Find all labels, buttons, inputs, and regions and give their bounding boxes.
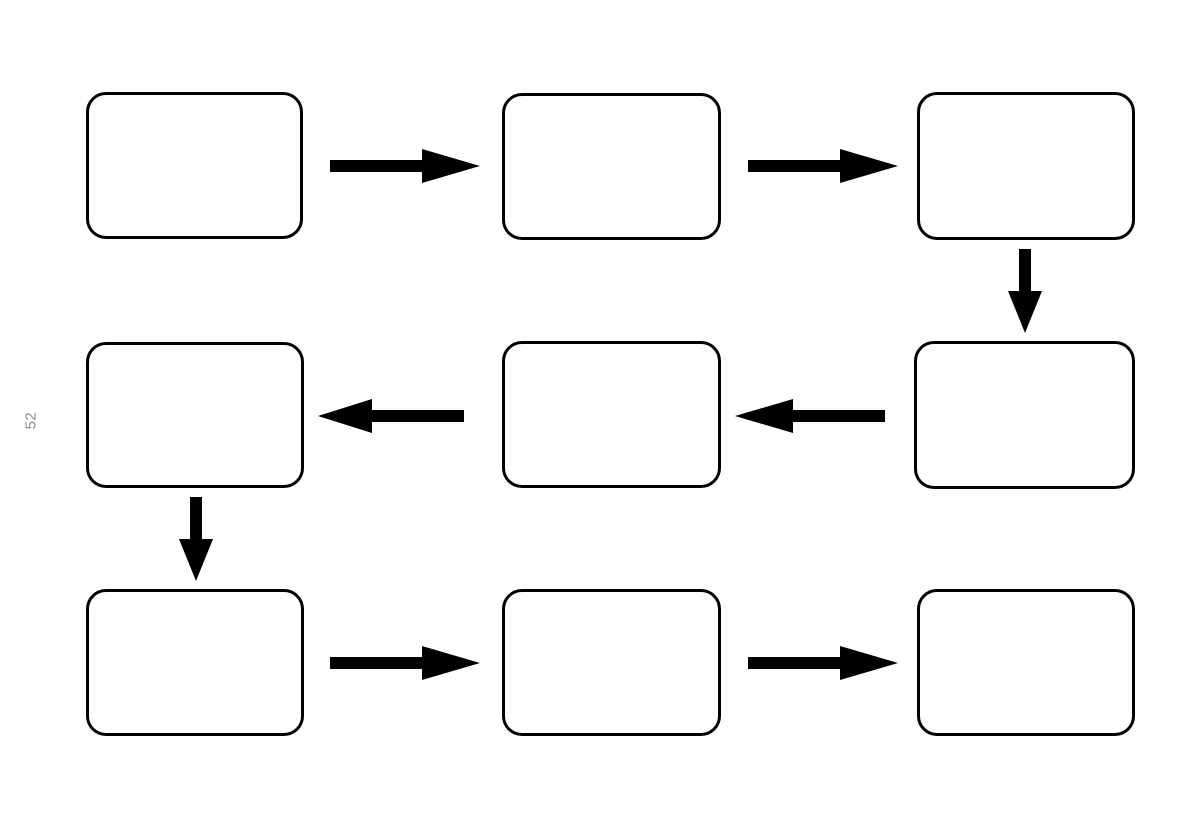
flowchart-node-r3c2[interactable]	[502, 589, 721, 736]
flowchart-node-r1c3[interactable]	[917, 92, 1135, 240]
flow-arrow-down-r1c3-to-r2c3	[1008, 249, 1042, 333]
flow-arrow-right-r1c2-to-r1c3	[748, 149, 898, 183]
flow-arrow-down-r2c1-to-r3c1	[179, 497, 213, 581]
flow-arrow-right-r3c2-to-r3c3	[748, 646, 898, 680]
flow-arrow-right-r3c1-to-r3c2	[330, 646, 480, 680]
flowchart-node-r1c1[interactable]	[86, 92, 303, 239]
flow-arrow-left-r2c3-to-r2c2	[735, 399, 885, 433]
flowchart-node-r3c1[interactable]	[86, 589, 304, 736]
flowchart-node-r3c3[interactable]	[917, 589, 1135, 736]
flowchart-node-r1c2[interactable]	[502, 93, 721, 240]
flowchart-node-r2c1[interactable]	[86, 342, 304, 488]
flow-arrow-left-r2c2-to-r2c1	[318, 399, 464, 433]
page-number: 52	[22, 411, 40, 430]
flow-arrow-right-r1c1-to-r1c2	[330, 149, 480, 183]
flowchart-node-r2c3[interactable]	[914, 341, 1135, 489]
flowchart-node-r2c2[interactable]	[502, 341, 721, 488]
